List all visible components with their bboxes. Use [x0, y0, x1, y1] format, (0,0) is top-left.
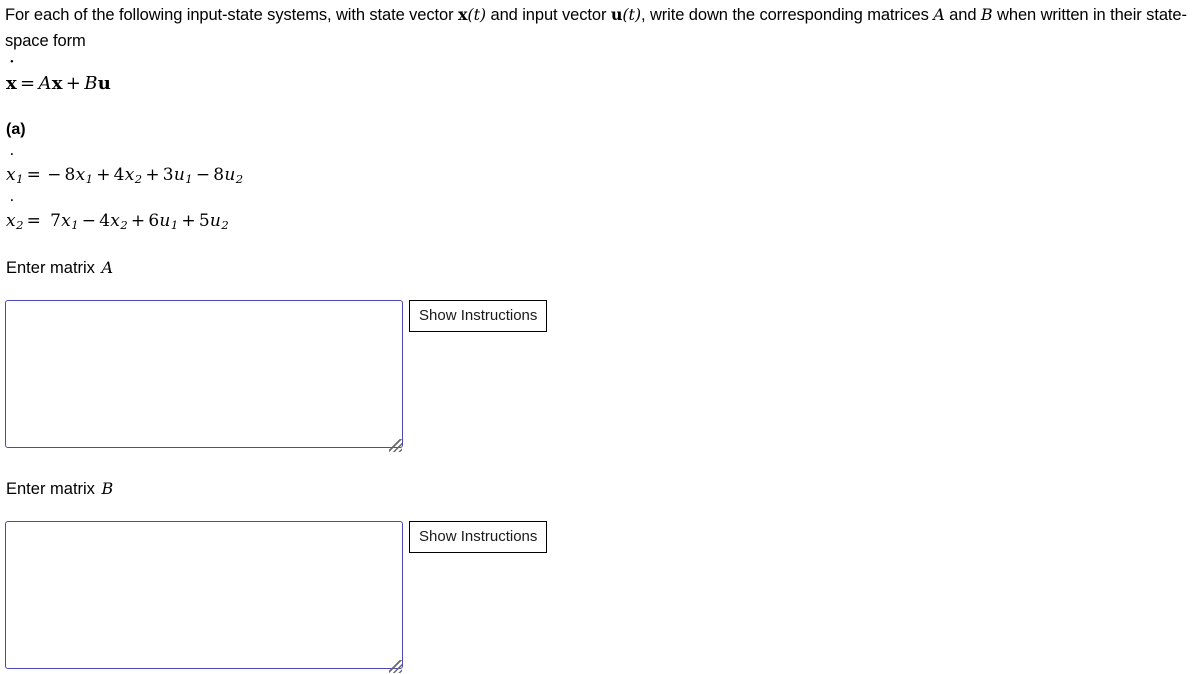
eq1-term4-sign: − [195, 165, 211, 185]
prompt-text-part-3: , write down the corresponding matrices [641, 6, 934, 24]
enter-matrix-b-label: Enter matrix B [6, 479, 113, 499]
eq1-term3-subscript: 1 [185, 172, 193, 187]
eq2-term2-variable: x [110, 211, 121, 231]
eq1-lhs-subscript: 1 [16, 172, 24, 187]
equation-matrix-a: A [38, 73, 52, 94]
eq1-term1-subscript: 1 [85, 172, 94, 187]
answer-row-matrix-b: Show Instructions [5, 521, 548, 674]
eq2-term4-coefficient: 5 [198, 211, 210, 231]
state-vector-argument: (t) [467, 5, 487, 24]
state-space-equation: x=Ax+Bu [6, 73, 111, 94]
eq1-term1-coefficient: 8 [64, 165, 76, 185]
matrix-b-symbol: B [980, 5, 993, 24]
eq1-term2-variable: x [124, 165, 135, 185]
eq1-term4-subscript: 2 [235, 172, 244, 187]
eq2-term1-variable: x [61, 211, 71, 231]
eq1-term3-coefficient: 3 [162, 165, 174, 185]
plus-sign: + [65, 73, 82, 94]
eq1-term4-variable: u [224, 165, 236, 185]
problem-statement: For each of the following input-state sy… [5, 2, 1200, 54]
eq1-term2-subscript: 2 [134, 172, 143, 187]
problem-page: For each of the following input-state sy… [0, 0, 1200, 572]
eq2-term3-variable: u [159, 211, 171, 231]
eq2-term1-coefficient: 7 [50, 211, 62, 231]
eq2-term2-subscript: 2 [120, 218, 128, 233]
x-dot-symbol: x [6, 73, 17, 94]
equation-input-vector: u [97, 73, 112, 94]
enter-matrix-a-text: Enter matrix [6, 259, 100, 277]
eq1-term1-sign: − [47, 165, 62, 185]
eq1-term2-coefficient: 4 [113, 165, 125, 185]
equation-matrix-b: B [84, 73, 98, 94]
prompt-text-part-2: and input vector [486, 6, 611, 24]
state-vector-symbol: x [457, 5, 468, 24]
eq2-term3-sign: + [130, 211, 146, 231]
input-vector-symbol: u [610, 5, 623, 24]
equation-state-vector: x [51, 73, 63, 94]
eq1-term3-variable: u [173, 165, 185, 185]
enter-matrix-a-label: Enter matrix A [6, 258, 113, 278]
eq2-term4-subscript: 2 [221, 218, 229, 233]
eq1-term1-variable: x [75, 165, 86, 185]
eq2-term1-subscript: 1 [71, 218, 79, 233]
eq1-term2-sign: + [96, 165, 111, 185]
system-equation-1: x1=−8x1+4x2+3u1−8u2 [6, 165, 243, 186]
eq1-equals: = [26, 165, 42, 185]
eq2-term4-sign: + [181, 211, 196, 231]
enter-matrix-b-symbol: B [101, 479, 114, 498]
eq2-term4-variable: u [209, 211, 222, 231]
eq2-term3-coefficient: 6 [148, 211, 160, 231]
eq2-term2-sign: − [81, 211, 97, 231]
enter-matrix-b-text: Enter matrix [6, 480, 100, 498]
prompt-text-part-1: For each of the following input-state sy… [5, 6, 458, 24]
matrix-a-input[interactable] [5, 300, 403, 448]
equals-sign: = [20, 73, 36, 94]
eq2-lhs-subscript: 2 [16, 218, 24, 233]
matrix-b-input[interactable] [5, 521, 403, 669]
prompt-text-part-4: and [944, 6, 981, 24]
matrix-a-input-wrapper [5, 300, 403, 453]
answer-row-matrix-a: Show Instructions [5, 300, 548, 453]
matrix-b-input-wrapper [5, 521, 403, 674]
prompt-text-part-5: when written in their state-space form [5, 6, 1187, 50]
eq2-term2-coefficient: 4 [99, 211, 111, 231]
enter-matrix-a-symbol: A [101, 258, 114, 277]
show-instructions-button-matrix-a[interactable]: Show Instructions [409, 300, 548, 332]
eq1-lhs-variable: x [6, 165, 16, 185]
matrix-a-symbol: A [933, 5, 945, 24]
eq1-term3-sign: + [145, 165, 160, 185]
part-label-a: (a) [6, 121, 26, 138]
eq2-term3-subscript: 1 [170, 218, 179, 233]
eq2-lhs-variable: x [6, 211, 16, 231]
show-instructions-button-matrix-b[interactable]: Show Instructions [409, 521, 548, 553]
input-vector-argument: (t) [622, 5, 641, 24]
eq2-equals: = [26, 211, 42, 231]
eq1-term4-coefficient: 8 [213, 165, 225, 185]
system-equation-2: x2=7x1−4x2+6u1+5u2 [6, 211, 229, 232]
